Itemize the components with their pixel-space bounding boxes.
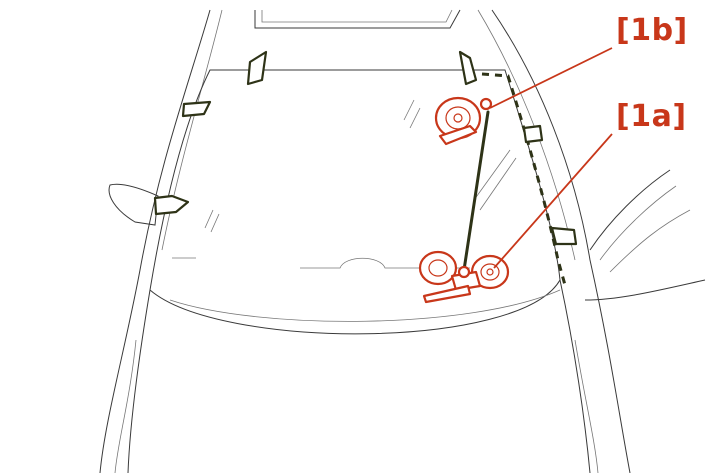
tool-rod: [462, 110, 490, 272]
clip-right-upper: [522, 124, 544, 144]
clip-top-left: [246, 50, 268, 86]
callout-label-1b: [1b]: [616, 13, 688, 48]
car-body-outline: [99, 9, 706, 473]
callout-label-1a: [1a]: [616, 99, 687, 134]
trim-dashed-line: [481, 72, 567, 286]
molding-clips: [153, 50, 578, 246]
leader-line-1a: [493, 133, 613, 269]
clip-top-right: [458, 50, 478, 86]
clip-left-upper: [181, 100, 212, 118]
clip-left-lower: [153, 194, 190, 216]
suction-cup-1b: [434, 96, 493, 146]
leader-line-1b: [489, 47, 613, 109]
suction-cup-1a: [418, 250, 510, 304]
clip-right-lower: [550, 226, 578, 246]
